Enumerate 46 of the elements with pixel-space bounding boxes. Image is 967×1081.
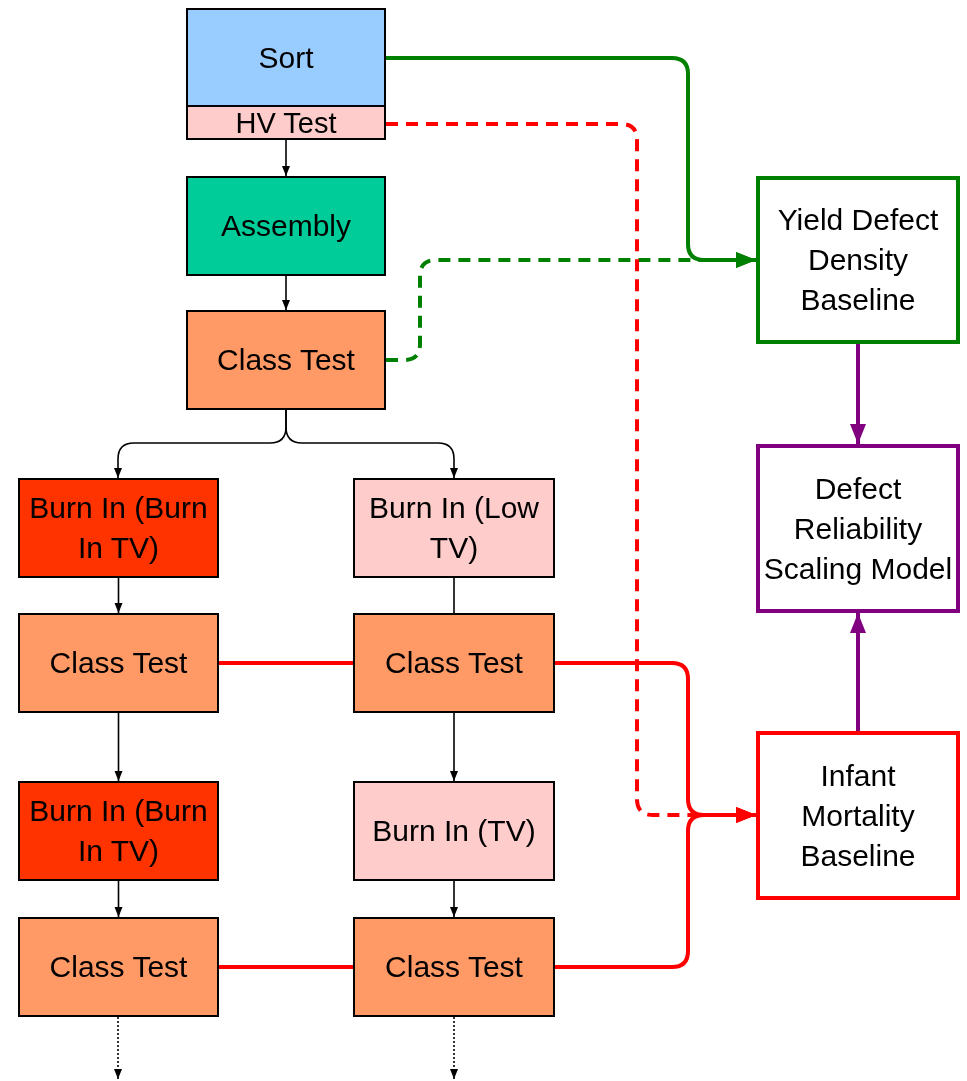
connector-line bbox=[219, 661, 353, 665]
box-label: Class Test bbox=[49, 949, 188, 985]
process-box bbox=[186, 8, 386, 107]
process-box bbox=[353, 478, 555, 578]
connector-line bbox=[453, 577, 455, 614]
process-box bbox=[186, 310, 386, 410]
arrow bbox=[282, 275, 290, 311]
box-label: HV Test bbox=[235, 107, 337, 138]
box-label: Class Test bbox=[385, 949, 523, 985]
arrow bbox=[850, 344, 866, 444]
box-label: Defect Reliability Scaling Model bbox=[763, 470, 953, 587]
box-label: Sort bbox=[258, 39, 314, 76]
arrow bbox=[450, 712, 458, 782]
box-label: Burn In (Low TV) bbox=[367, 490, 541, 566]
process-box bbox=[353, 613, 555, 713]
arrow bbox=[555, 807, 756, 969]
arrow bbox=[114, 880, 123, 918]
arrow bbox=[450, 880, 458, 918]
process-box bbox=[18, 613, 219, 713]
box-label: Assembly bbox=[220, 208, 351, 244]
process-box bbox=[18, 781, 219, 881]
process-box bbox=[186, 107, 386, 140]
box-label: Burn In (TV) bbox=[372, 813, 536, 849]
connector-line bbox=[219, 965, 353, 969]
process-box bbox=[756, 444, 960, 613]
process-box bbox=[756, 176, 960, 344]
box-label: Yield Defect Density Baseline bbox=[776, 202, 940, 318]
process-box bbox=[353, 781, 555, 881]
arrow bbox=[114, 1016, 122, 1080]
box-label: Class Test bbox=[49, 645, 188, 681]
process-box bbox=[18, 917, 219, 1017]
box-label: Burn In (Burn In TV) bbox=[28, 793, 209, 869]
process-box bbox=[353, 917, 555, 1017]
arrow bbox=[850, 613, 866, 731]
arrow bbox=[285, 409, 458, 479]
process-box bbox=[186, 176, 386, 276]
box-label: Infant Mortality Baseline bbox=[799, 757, 917, 874]
process-box bbox=[756, 731, 960, 900]
arrow bbox=[114, 577, 123, 614]
arrow bbox=[114, 712, 123, 782]
arrow bbox=[450, 1016, 458, 1080]
box-label: Burn In (Burn In TV) bbox=[28, 490, 209, 566]
arrow bbox=[282, 139, 290, 177]
process-box bbox=[18, 478, 219, 578]
box-label: Class Test bbox=[385, 645, 523, 681]
box-label: Class Test bbox=[217, 342, 355, 378]
